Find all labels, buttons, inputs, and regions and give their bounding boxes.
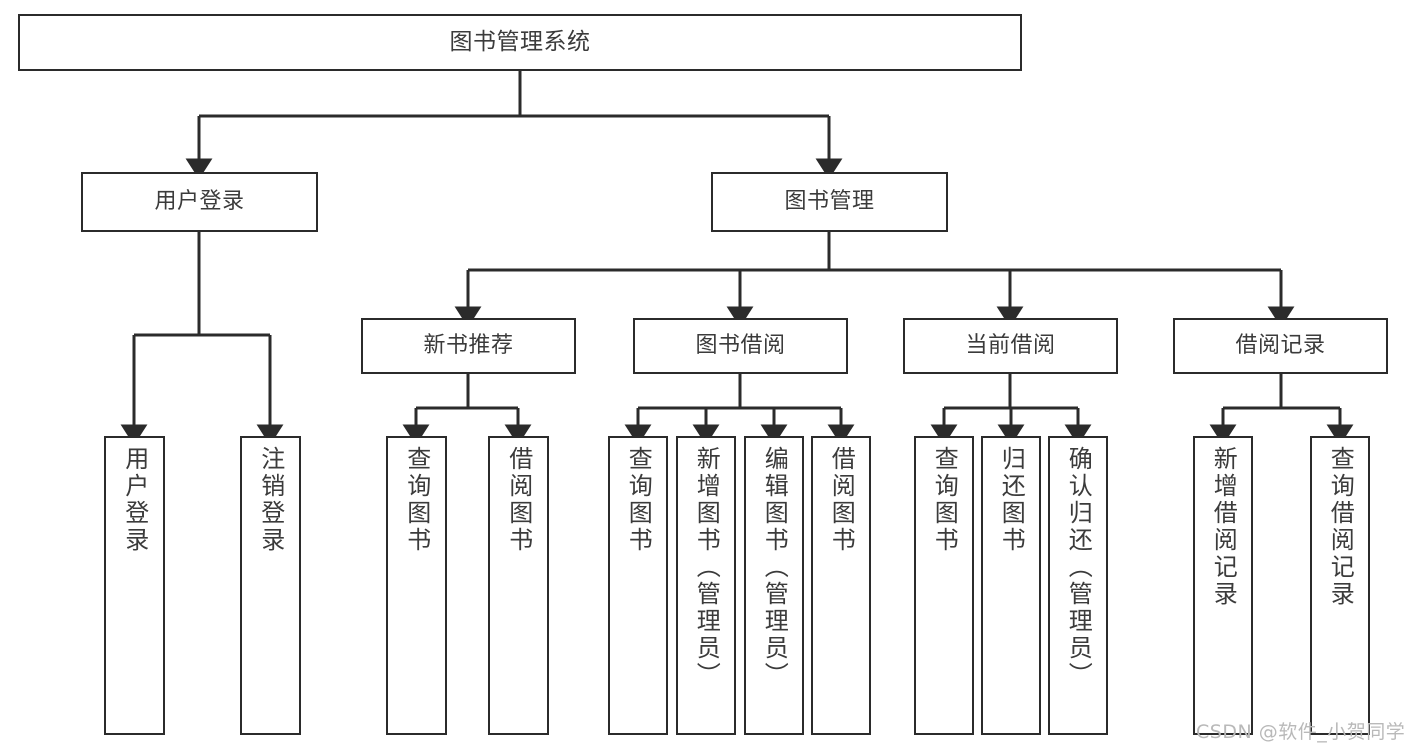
leaf-add-borrow-record-label: 新增借阅记录: [1209, 446, 1238, 608]
node-new-book-recommendation[interactable]: 新书推荐: [361, 318, 576, 374]
leaf-query-books-current[interactable]: 查询图书: [914, 436, 974, 735]
leaf-confirm-return-admin-label: 确认归还（管理员）: [1064, 446, 1093, 689]
node-root-system-label: 图书管理系统: [449, 28, 591, 55]
leaf-add-book-admin-label: 新增图书（管理员）: [692, 446, 721, 689]
node-book-management-label: 图书管理: [784, 188, 875, 214]
node-borrowing-records-label: 借阅记录: [1235, 332, 1326, 358]
node-current-borrowing[interactable]: 当前借阅: [903, 318, 1118, 374]
node-new-book-recommendation-label: 新书推荐: [423, 332, 514, 358]
leaf-query-books-borrow-label: 查询图书: [624, 446, 653, 554]
leaf-borrow-books-label: 借阅图书: [827, 446, 856, 554]
leaf-add-borrow-record[interactable]: 新增借阅记录: [1193, 436, 1253, 735]
leaf-add-book-admin[interactable]: 新增图书（管理员）: [676, 436, 736, 735]
csdn-watermark: CSDN @软件_小贺同学: [1196, 721, 1405, 743]
leaf-query-books-borrow[interactable]: 查询图书: [608, 436, 668, 735]
leaf-borrow-books-new[interactable]: 借阅图书: [488, 436, 549, 735]
node-current-borrowing-label: 当前借阅: [965, 332, 1056, 358]
leaf-edit-book-admin-label: 编辑图书（管理员）: [760, 446, 789, 689]
node-book-borrowing[interactable]: 图书借阅: [633, 318, 848, 374]
leaf-query-books-new-label: 查询图书: [402, 446, 431, 554]
node-borrowing-records[interactable]: 借阅记录: [1173, 318, 1388, 374]
node-book-borrowing-label: 图书借阅: [695, 332, 786, 358]
leaf-return-books-label: 归还图书: [997, 446, 1026, 554]
leaf-logout-label: 注销登录: [256, 446, 285, 554]
leaf-logout[interactable]: 注销登录: [240, 436, 301, 735]
leaf-borrow-books-new-label: 借阅图书: [504, 446, 533, 554]
leaf-edit-book-admin[interactable]: 编辑图书（管理员）: [744, 436, 804, 735]
leaf-user-login-label: 用户登录: [120, 446, 149, 554]
node-user-login-label: 用户登录: [154, 188, 245, 214]
leaf-user-login[interactable]: 用户登录: [104, 436, 165, 735]
leaf-query-borrow-record[interactable]: 查询借阅记录: [1310, 436, 1370, 735]
leaf-confirm-return-admin[interactable]: 确认归还（管理员）: [1048, 436, 1108, 735]
leaf-query-borrow-record-label: 查询借阅记录: [1326, 446, 1355, 608]
leaf-borrow-books[interactable]: 借阅图书: [811, 436, 871, 735]
node-book-management[interactable]: 图书管理: [711, 172, 948, 232]
leaf-query-books-new[interactable]: 查询图书: [386, 436, 447, 735]
node-user-login[interactable]: 用户登录: [81, 172, 318, 232]
leaf-return-books[interactable]: 归还图书: [981, 436, 1041, 735]
node-root-system[interactable]: 图书管理系统: [18, 14, 1022, 71]
leaf-query-books-current-label: 查询图书: [930, 446, 959, 554]
